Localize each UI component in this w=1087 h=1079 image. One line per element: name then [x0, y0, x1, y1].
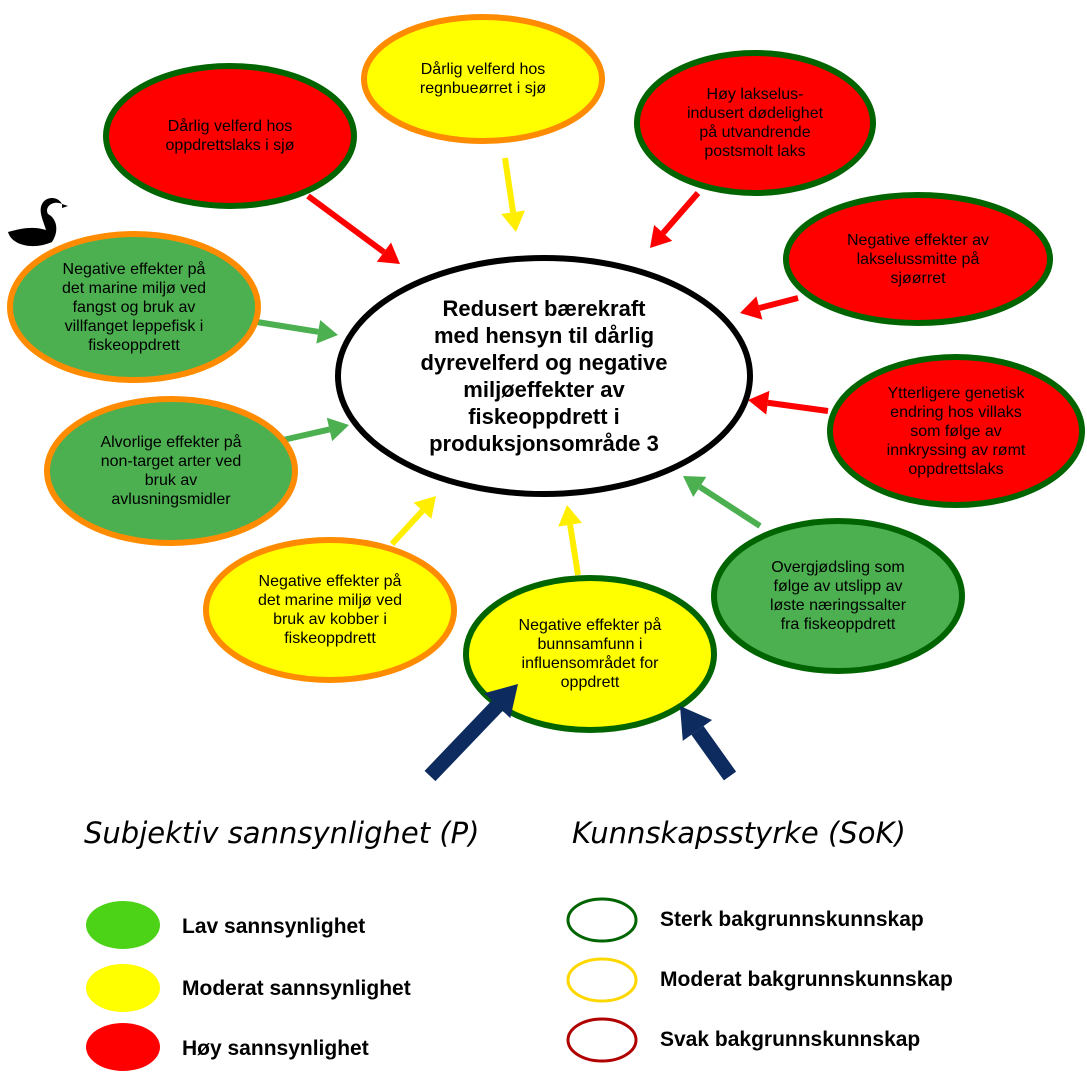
node-6-arrow-shaft	[698, 484, 762, 529]
node-1-arrow-shaft	[306, 193, 386, 255]
node-4	[783, 192, 1053, 326]
node-5-arrow-shaft	[767, 399, 829, 414]
node-10-arrow-head	[316, 319, 338, 344]
node-3-arrow-head	[650, 225, 673, 248]
node-4-arrow-shaft	[758, 295, 799, 311]
node-7-arrow-head	[558, 505, 582, 527]
legend-moderate-label: Moderat sannsynlighet	[182, 977, 411, 1000]
legend-probability-swatch-1	[86, 901, 160, 949]
node-6	[711, 518, 965, 674]
node-8	[203, 537, 457, 683]
navy-arrow-right-head	[680, 706, 713, 741]
node-1-arrow-head	[376, 242, 400, 264]
navy-arrow-right-shaft	[691, 726, 737, 781]
legend-weak-label: Svak bakgrunnskunnskap	[660, 1028, 921, 1051]
node-8-arrow-head	[413, 496, 436, 519]
legend-knowledge-title: Kunnskapsstyrke (SoK)	[572, 816, 906, 850]
navy-arrow-left-head	[484, 684, 518, 719]
legend-low-label: Lav sannsynlighet	[182, 915, 366, 938]
node-4-arrow-head	[740, 296, 763, 320]
legend-knowledge-swatch-2	[566, 957, 638, 1003]
legend-knowledge-swatch-3	[566, 1017, 638, 1063]
center-node	[335, 255, 753, 497]
node-2-arrow-shaft	[502, 157, 517, 213]
node-3	[634, 50, 876, 196]
legend-moderate-sok-label: Moderat bakgrunnskunnskap	[660, 968, 953, 991]
node-9-arrow-shaft	[282, 426, 331, 443]
node-2	[361, 14, 605, 144]
node-7-arrow-shaft	[567, 524, 581, 576]
node-8-arrow-shaft	[389, 508, 425, 547]
node-9	[44, 396, 298, 546]
node-5-arrow-head	[748, 390, 770, 415]
node-7	[463, 575, 717, 733]
legend-strong-label: Sterk bakgrunnskunnskap	[660, 908, 924, 931]
node-3-arrow-shaft	[660, 191, 701, 235]
black-swan-icon	[8, 198, 68, 247]
node-10	[7, 231, 261, 383]
legend-probability-title: Subjektiv sannsynlighet (P)	[84, 816, 480, 850]
legend-high-label: Høy sannsynlighet	[182, 1037, 369, 1060]
navy-arrow-left-shaft	[424, 700, 503, 782]
node-6-arrow-head	[683, 476, 707, 497]
node-10-arrow-shaft	[256, 319, 319, 335]
node-1	[103, 63, 357, 209]
legend-probability-swatch-3	[86, 1023, 160, 1071]
node-2-arrow-head	[501, 210, 525, 232]
node-5	[827, 354, 1085, 508]
node-9-arrow-head	[326, 417, 349, 442]
legend-knowledge-swatch-1	[566, 897, 638, 943]
legend-probability-swatch-2	[86, 964, 160, 1012]
